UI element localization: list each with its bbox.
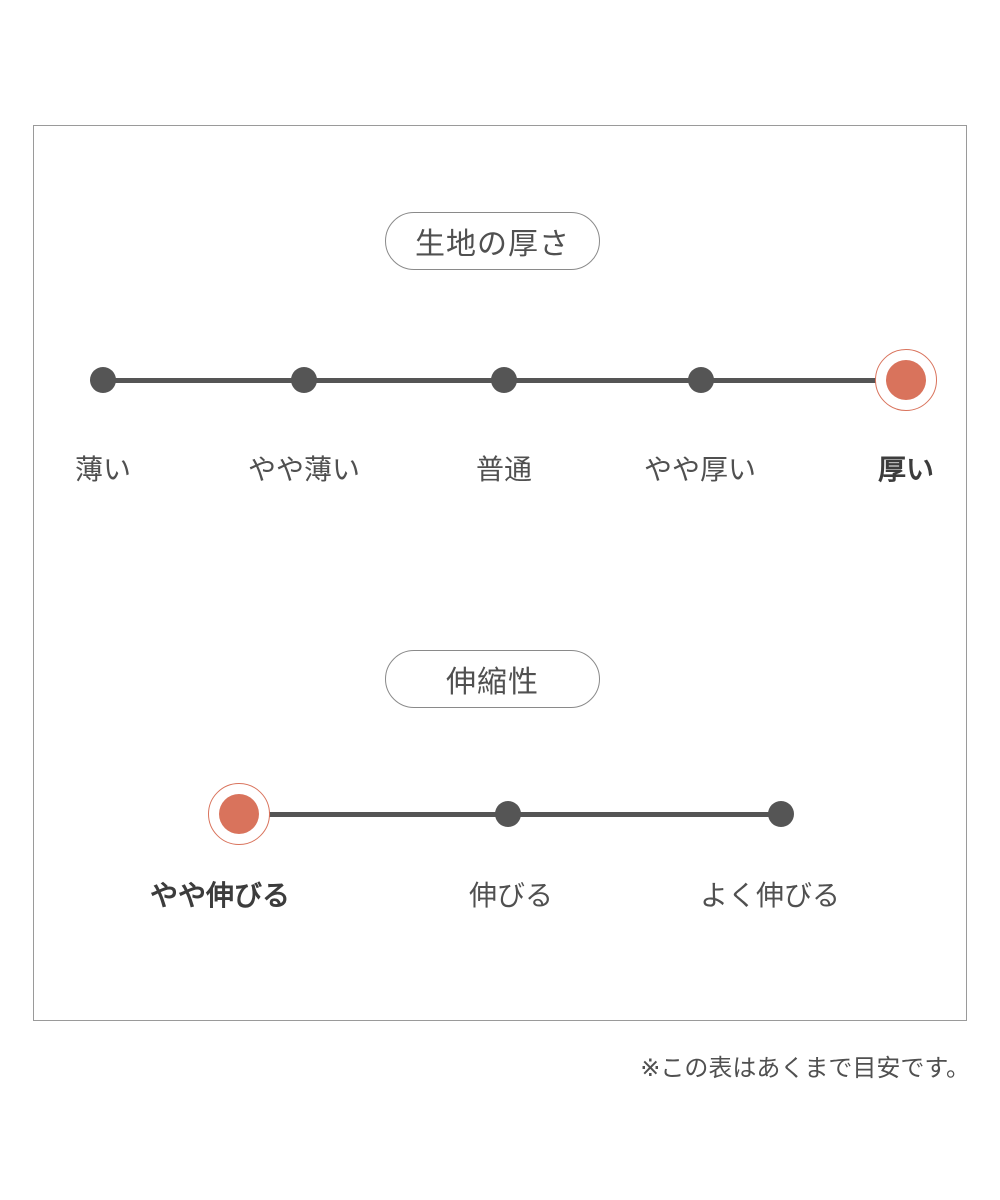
stretch-label-stretchy: 伸びる (468, 879, 554, 912)
stretch-selected-marker (219, 794, 259, 834)
thickness-point-3 (491, 367, 517, 393)
thickness-title: 生地の厚さ (415, 227, 570, 262)
thickness-point-1 (90, 367, 116, 393)
stretch-title-pill: 伸縮性 (385, 650, 600, 708)
thickness-point-2 (291, 367, 317, 393)
stretch-point-2 (495, 801, 521, 827)
disclaimer-note: ※この表はあくまで目安です。 (640, 1054, 970, 1082)
thickness-label-thick: 厚い (877, 453, 935, 486)
thickness-label-slightly-thin: やや薄い (247, 453, 361, 486)
stretch-label-very-stretchy: よく伸びる (699, 879, 841, 912)
thickness-title-pill: 生地の厚さ (385, 212, 600, 270)
thickness-label-thin: 薄い (74, 453, 132, 486)
stretch-label-slightly-stretchy: やや伸びる (149, 879, 291, 912)
stretch-point-3 (768, 801, 794, 827)
thickness-selected-marker (886, 360, 926, 400)
thickness-point-4 (688, 367, 714, 393)
chart-frame (33, 125, 967, 1021)
thickness-label-slightly-thick: やや厚い (643, 453, 757, 486)
thickness-label-normal: 普通 (475, 453, 533, 486)
stretch-title: 伸縮性 (446, 665, 539, 700)
